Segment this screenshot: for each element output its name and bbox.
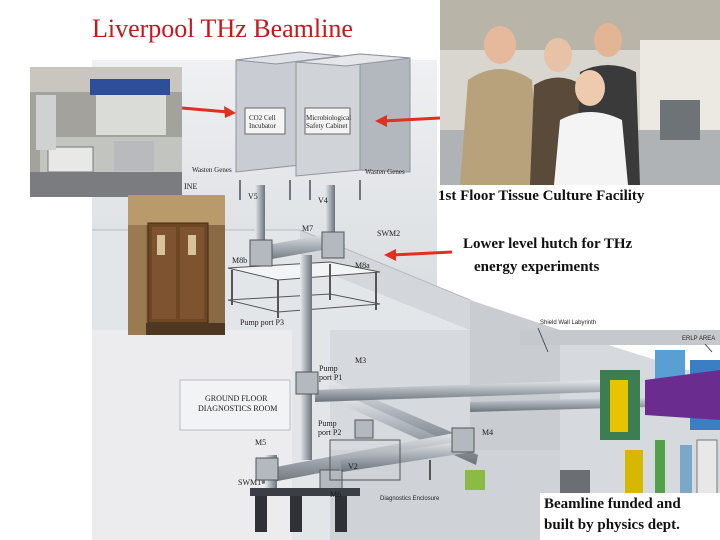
door-photo xyxy=(128,195,225,335)
label-m6: M6 xyxy=(330,490,342,499)
label-swm1: SWM1 xyxy=(238,478,262,487)
arrow-head-left-upper xyxy=(375,115,387,127)
label-co2-incubator-line1: CO2 Cell xyxy=(249,114,276,122)
label-pump-p1-line2: port P1 xyxy=(319,373,343,382)
caption-lower-hutch-line1: Lower level hutch for THz xyxy=(463,236,633,252)
label-shield-wall: Shield Wall Labyrinth xyxy=(540,320,597,326)
label-m5: M5 xyxy=(255,438,267,447)
lower-stand xyxy=(250,439,431,532)
label-m8a: M8a xyxy=(355,261,370,270)
label-m4: M4 xyxy=(482,428,494,437)
page-title: Liverpool THz Beamline xyxy=(92,14,353,43)
label-line-text: INE xyxy=(184,182,198,191)
mirror-chambers xyxy=(249,231,475,491)
cabinet-drawing xyxy=(235,51,411,200)
label-ground-floor-line2: DIAGNOSTICS ROOM xyxy=(198,404,278,413)
label-safety-cabinet-line1: Microbiological xyxy=(306,114,352,122)
caption-funding-line1: Beamline funded and xyxy=(544,496,681,512)
shield-wall xyxy=(520,327,720,353)
label-safety-cabinet-line2: Safety Cabinet xyxy=(306,122,348,130)
callout-arrows xyxy=(181,106,453,261)
label-swm2: SWM2 xyxy=(377,229,401,238)
label-v4: V4 xyxy=(318,196,328,205)
label-pump-p2-line2: port P2 xyxy=(318,428,342,437)
label-m3: M3 xyxy=(355,356,367,365)
lab-bench-photo xyxy=(30,67,182,197)
label-v2: V2 xyxy=(348,462,358,471)
visitors-photo xyxy=(440,0,720,185)
caption-funding-box: Beamline funded and built by physics dep… xyxy=(540,493,720,540)
label-ground-floor-line1: GROUND FLOOR xyxy=(205,394,268,403)
label-erlp-area: ERLP AREA xyxy=(682,336,716,342)
label-m8b: M8b xyxy=(232,256,248,265)
label-pump-p2-line1: Pump xyxy=(318,419,337,428)
label-diagnostics-enclosure: Diagnostics Enclosure xyxy=(380,496,440,502)
caption-tissue-culture: 1st Floor Tissue Culture Facility xyxy=(438,188,645,204)
label-pump-p1-line1: Pump xyxy=(319,364,338,373)
arrow-head-right xyxy=(224,106,236,118)
label-co2-incubator-line2: Incubator xyxy=(249,122,276,130)
label-pump-port-p3: Pump port P3 xyxy=(240,318,285,327)
label-m7: M7 xyxy=(302,224,314,233)
label-v5: V5 xyxy=(248,192,258,201)
label-waste-left: Wasten Genes xyxy=(192,166,232,174)
label-waste-right: Wasten Genes xyxy=(365,168,405,176)
arrow-head-left-lower xyxy=(384,249,396,261)
caption-lower-hutch-line2: energy experiments xyxy=(474,259,600,275)
caption-funding-line2: built by physics dept. xyxy=(544,517,680,533)
